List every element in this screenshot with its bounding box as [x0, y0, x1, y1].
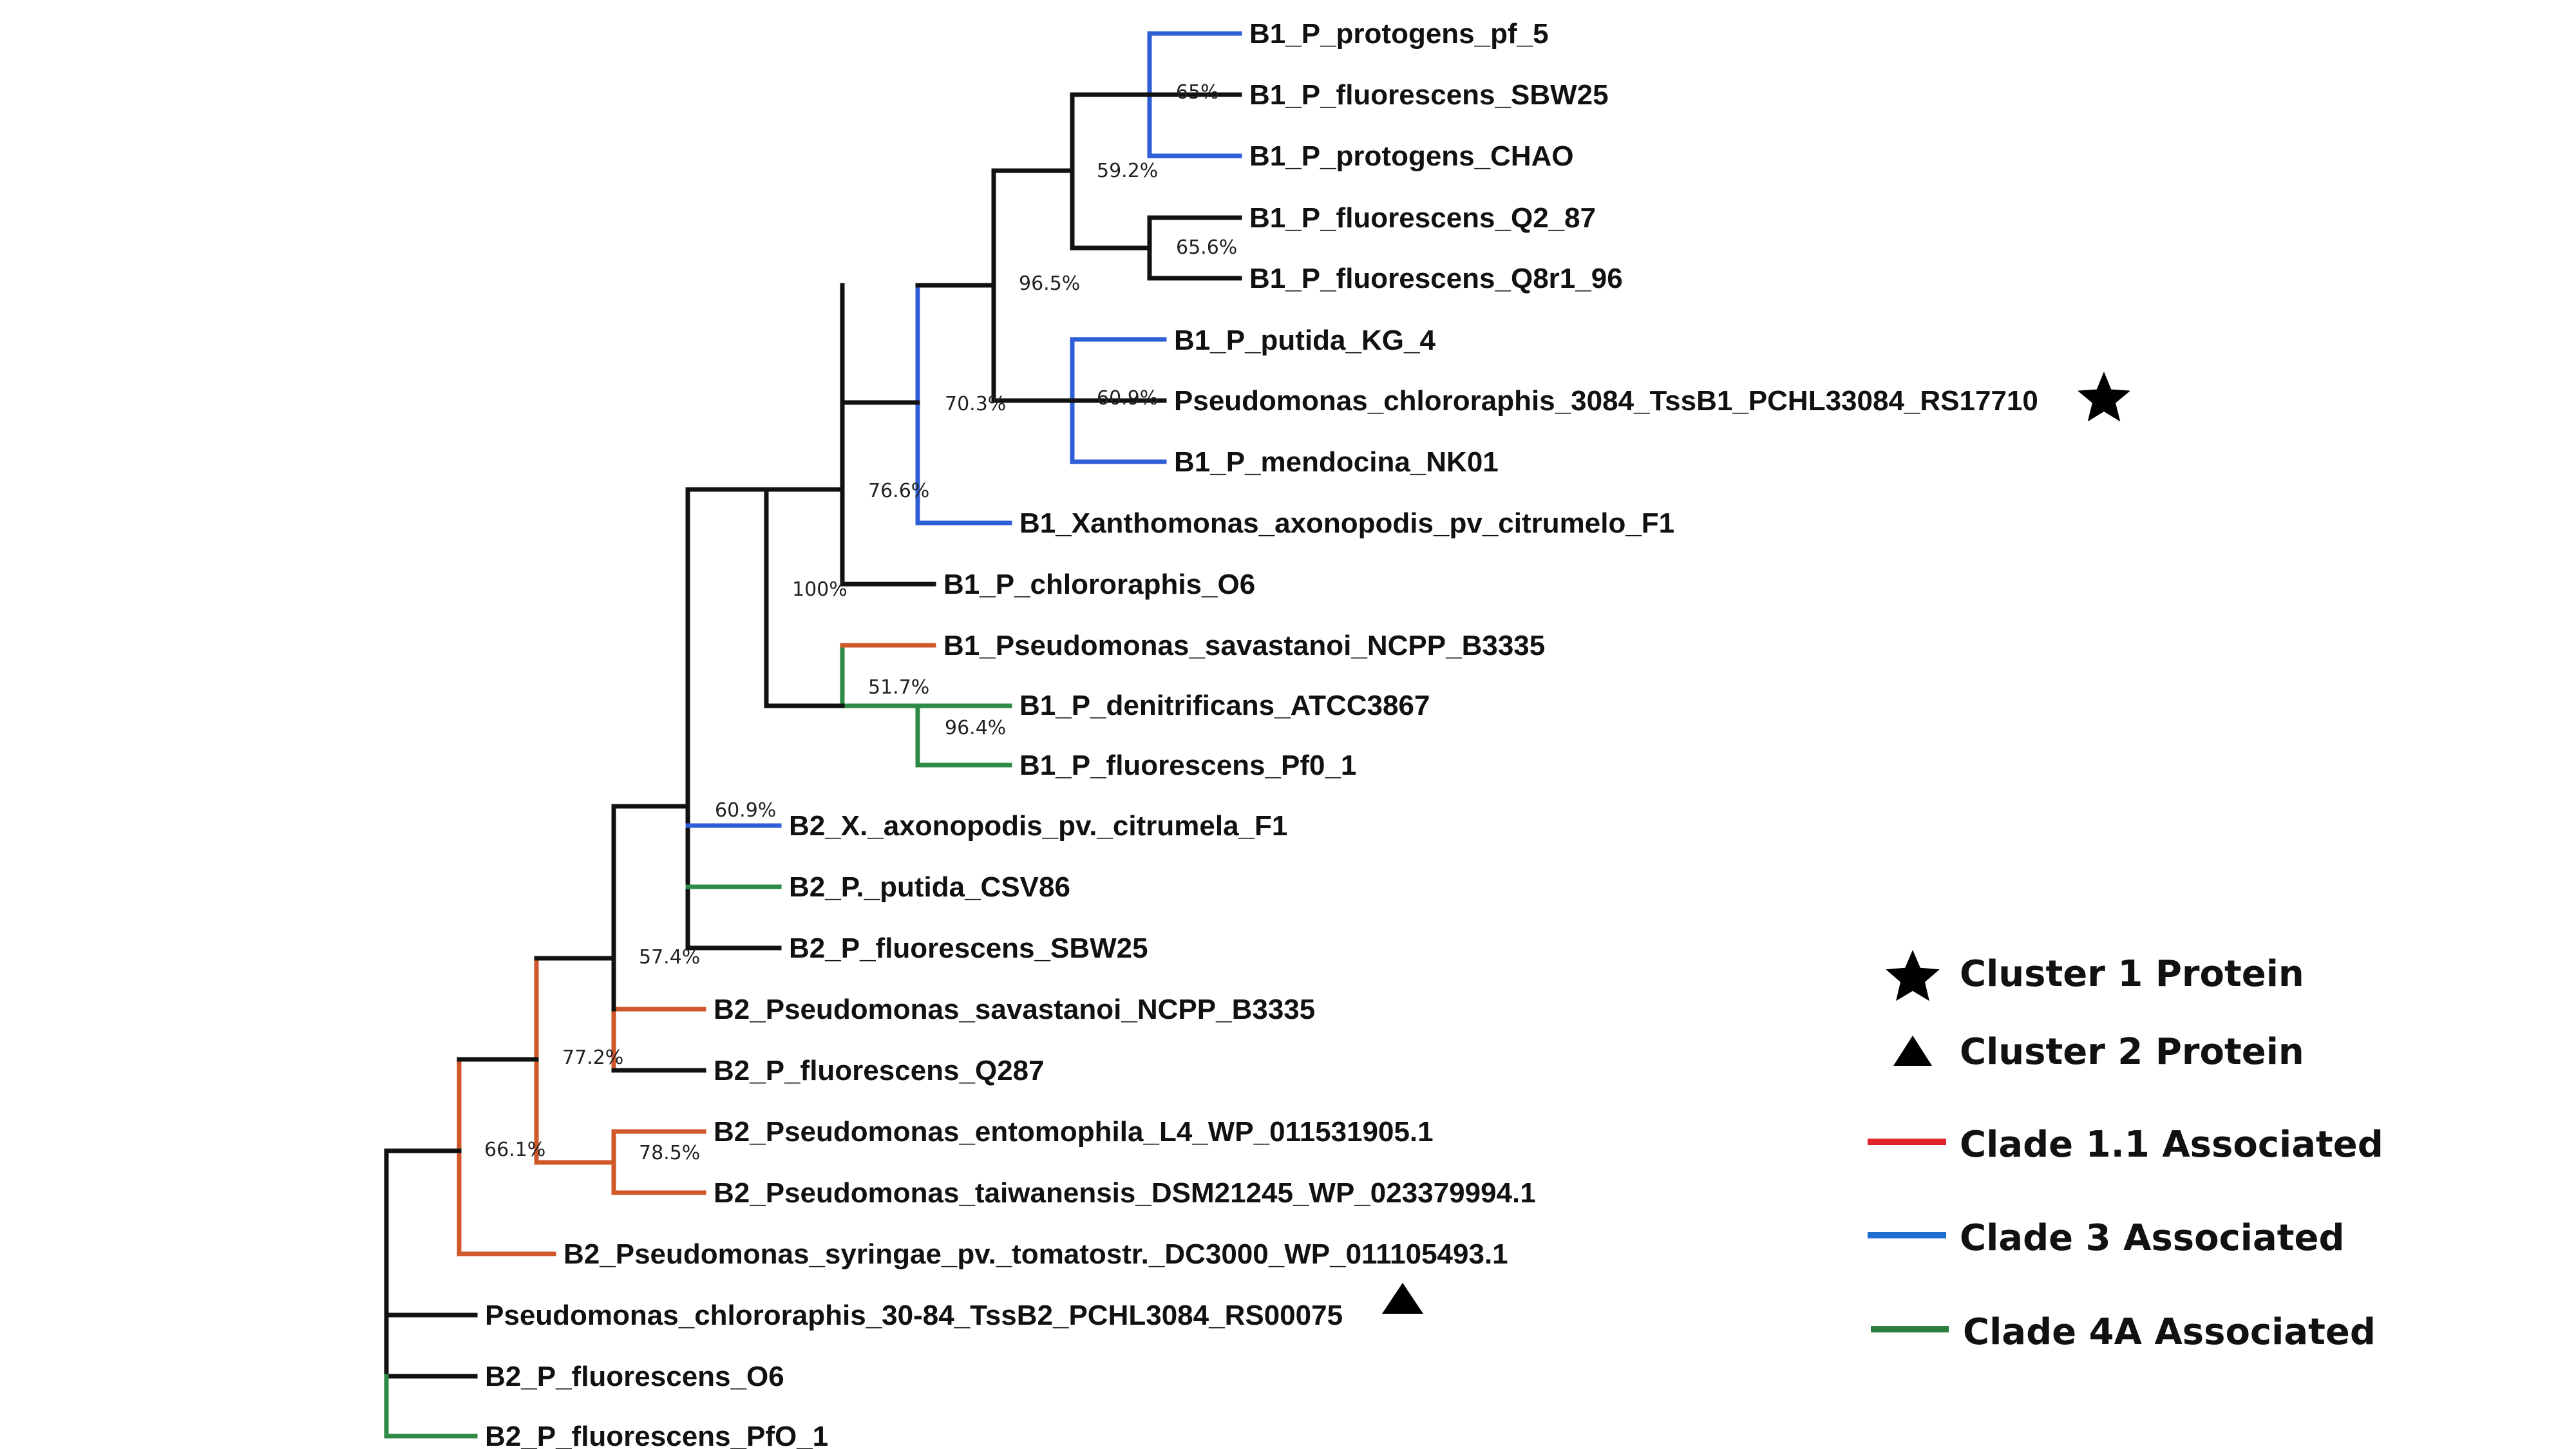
leaf-label: B1_P_fluorescens_Q2_87 [1249, 202, 1596, 234]
legend-label-cluster1: Cluster 1 Protein [1960, 953, 2304, 995]
bootstrap-value: 60.9% [715, 799, 776, 822]
leaf-label: B2_P_fluorescens_O6 [485, 1361, 784, 1392]
legend-label-cluster2: Cluster 2 Protein [1960, 1031, 2304, 1073]
bootstrap-value: 100% [792, 578, 848, 601]
leaf-label: B1_P_denitrificans_ATCC3867 [1019, 690, 1430, 721]
leaf-label: B1_P_fluorescens_Q8r1_96 [1249, 263, 1623, 294]
bootstrap-value: 96.4% [945, 717, 1006, 739]
legend-label-clade3: Clade 3 Associated [1960, 1217, 2345, 1259]
leaf-label: Pseudomonas_chlororaphis_30-84_TssB2_PCH… [485, 1300, 1343, 1331]
star-marker [2078, 372, 2130, 422]
leaf-label: B2_Pseudomonas_entomophila_L4_WP_0115319… [714, 1116, 1434, 1148]
legend-label-clade11: Clade 1.1 Associated [1960, 1124, 2383, 1166]
legend-star-icon [1886, 950, 1940, 1001]
leaf-label: B2_X._axonopodis_pv._citrumela_F1 [789, 810, 1287, 842]
leaf-label: B2_P._putida_CSV86 [789, 871, 1070, 903]
legend-label-clade4a: Clade 4A Associated [1963, 1311, 2376, 1353]
tree-branches [384, 31, 1242, 1439]
bootstrap-value: 51.7% [868, 676, 929, 699]
bootstrap-value: 78.5% [639, 1142, 700, 1164]
leaf-label: B1_P_fluorescens_Pf0_1 [1019, 750, 1356, 781]
bootstrap-value: 66.1% [484, 1139, 545, 1161]
leaf-label: B1_P_chlororaphis_O6 [943, 569, 1255, 600]
bootstrap-value: 59.2% [1097, 160, 1158, 182]
leaf-label: B1_P_protogens_CHAO [1249, 140, 1574, 172]
bootstrap-value: 96.5% [1019, 272, 1080, 295]
triangle-marker [1382, 1283, 1423, 1314]
bootstrap-value: 70.3% [945, 393, 1006, 415]
leaf-label: B2_P_fluorescens_SBW25 [789, 933, 1148, 964]
leaf-labels: B1_P_protogens_pf_5 B1_P_fluorescens_SBW… [485, 18, 2038, 1449]
leaf-label: B1_P_protogens_pf_5 [1249, 18, 1549, 50]
leaf-label: B2_Pseudomonas_savastanoi_NCPP_B3335 [714, 994, 1315, 1025]
bootstrap-value: 57.4% [639, 946, 700, 969]
leaf-label: Pseudomonas_chlororaphis_3084_TssB1_PCHL… [1174, 385, 2038, 417]
leaf-label: B1_P_putida_KG_4 [1174, 325, 1435, 356]
leaf-label: B2_P_fluorescens_Q287 [714, 1055, 1045, 1086]
leaf-label: B1_P_mendocina_NK01 [1174, 446, 1499, 478]
leaf-label: B1_P_fluorescens_SBW25 [1249, 79, 1609, 111]
bootstrap-value: 65.6% [1176, 236, 1237, 259]
leaf-label: B2_Pseudomonas_syringae_pv._tomatostr._D… [564, 1238, 1508, 1270]
legend-triangle-icon [1893, 1036, 1932, 1066]
leaf-label: B1_Pseudomonas_savastanoi_NCPP_B3335 [943, 630, 1545, 661]
bootstrap-value: 60.9% [1097, 387, 1158, 410]
bootstrap-value: 65% [1176, 81, 1219, 104]
leaf-label: B2_P_fluorescens_PfO_1 [485, 1421, 828, 1449]
legend: Cluster 1 Protein Cluster 2 Protein Clad… [1868, 950, 2383, 1353]
bootstrap-value: 77.2% [562, 1046, 623, 1069]
bootstrap-value: 76.6% [868, 480, 929, 502]
leaf-label: B1_Xanthomonas_axonopodis_pv_citrumelo_F… [1019, 507, 1674, 539]
bootstrap-values: 65% 59.2% 65.6% 96.5% 60.9% 70.3% 76.6% … [484, 81, 1237, 1164]
leaf-label: B2_Pseudomonas_taiwanensis_DSM21245_WP_0… [714, 1177, 1536, 1209]
